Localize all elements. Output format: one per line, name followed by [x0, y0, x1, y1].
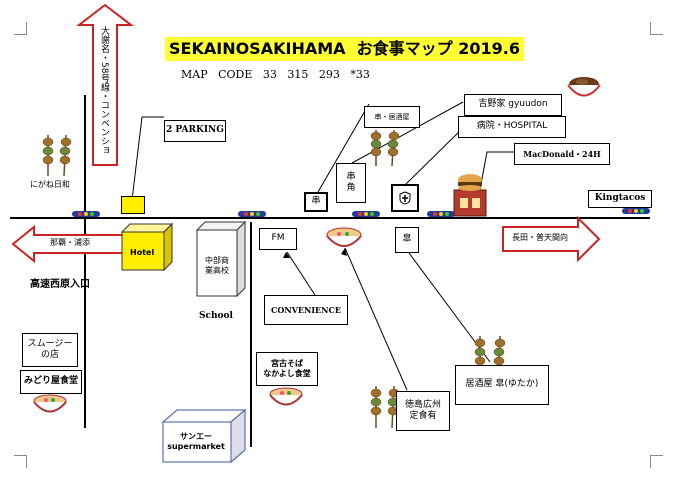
kushikaku-box: 串 角 — [336, 163, 366, 203]
crop-mark-bottom-right — [650, 455, 663, 468]
parking-marker — [121, 196, 145, 214]
ramen-bowl-icon — [33, 394, 67, 413]
skewer-icon — [474, 335, 506, 381]
familymart-label: FM — [259, 228, 297, 250]
sanei-supermarket-building-icon — [161, 408, 247, 464]
school-building-icon — [195, 220, 247, 298]
traffic-signal-icon — [622, 208, 650, 214]
traffic-signal-icon — [238, 211, 266, 217]
ramen-bowl-icon — [269, 387, 303, 406]
school-sign-label: 中部商業高校 — [205, 256, 229, 275]
parking-label: 2 PARKING — [164, 120, 226, 142]
convenience-leader-line — [286, 251, 316, 296]
north-arrow-label: 大謝名・58号線・コンベンション — [99, 26, 109, 155]
nigawa-label: にがね日和 — [30, 180, 70, 189]
hospital-label: 病院・HOSPITAL — [458, 116, 566, 138]
hotel-building-icon — [120, 222, 174, 272]
hospital-box — [391, 184, 419, 212]
izakaya-kou-label: 居酒屋 皐(ゆたか) — [455, 365, 549, 405]
main-road — [10, 217, 650, 219]
skewer-icon — [370, 129, 400, 167]
traffic-signal-icon — [72, 211, 100, 217]
north-arrow-icon — [76, 3, 134, 166]
east-arrow-icon — [502, 215, 601, 263]
kingtacos-label: Kingtacos — [588, 190, 652, 208]
midoriya-shokudo-label: みどり屋食堂 — [20, 370, 82, 394]
sanei-supermarket-label: サンエー supermarket — [167, 432, 225, 451]
crop-mark-top-left — [14, 22, 27, 35]
kushi-box: 串 — [304, 192, 328, 212]
gyudon-bowl-icon — [567, 77, 601, 97]
parking-leader-line — [131, 116, 164, 201]
hotel-label: Hotel — [130, 248, 155, 257]
east-arrow-label: 長田・普天間向 — [512, 233, 568, 242]
road-left — [84, 95, 86, 428]
west-arrow-label: 那覇・浦添 — [50, 238, 90, 247]
yoshinoya-label: 吉野家 gyuudon — [464, 94, 562, 116]
highway-entrance-label: 高速西原入口 — [30, 279, 90, 290]
skewer-icon — [42, 134, 72, 177]
hospital-shield-icon — [399, 191, 411, 205]
road-center — [250, 222, 252, 447]
school-label: School — [199, 311, 233, 321]
map-title: SEKAINOSAKIHAMA お食事マップ 2019.6 — [165, 37, 524, 61]
macdonald-label: MacDonald・24H — [514, 143, 610, 165]
traffic-signal-icon — [427, 211, 455, 217]
miyako-soba-label: 宮古そば なかよし食堂 — [256, 352, 318, 386]
skewer-icon — [370, 385, 400, 429]
map-code: MAP CODE 33 315 293 *33 — [181, 68, 370, 81]
smoothie-shop-label: スムージー の店 — [22, 333, 78, 367]
tokushima-label: 徳島広州 定食有 — [396, 391, 450, 431]
kou-box: 皐 — [395, 227, 419, 253]
kushi-izakaya-label: 串・居酒屋 — [364, 106, 420, 128]
traffic-signal-icon — [352, 211, 380, 217]
convenience-label: CONVENIENCE — [264, 295, 348, 325]
crop-mark-top-right — [650, 22, 663, 35]
burger-shop-building-icon — [453, 174, 487, 217]
ramen-bowl-icon — [326, 227, 362, 247]
crop-mark-bottom-left — [14, 455, 27, 468]
